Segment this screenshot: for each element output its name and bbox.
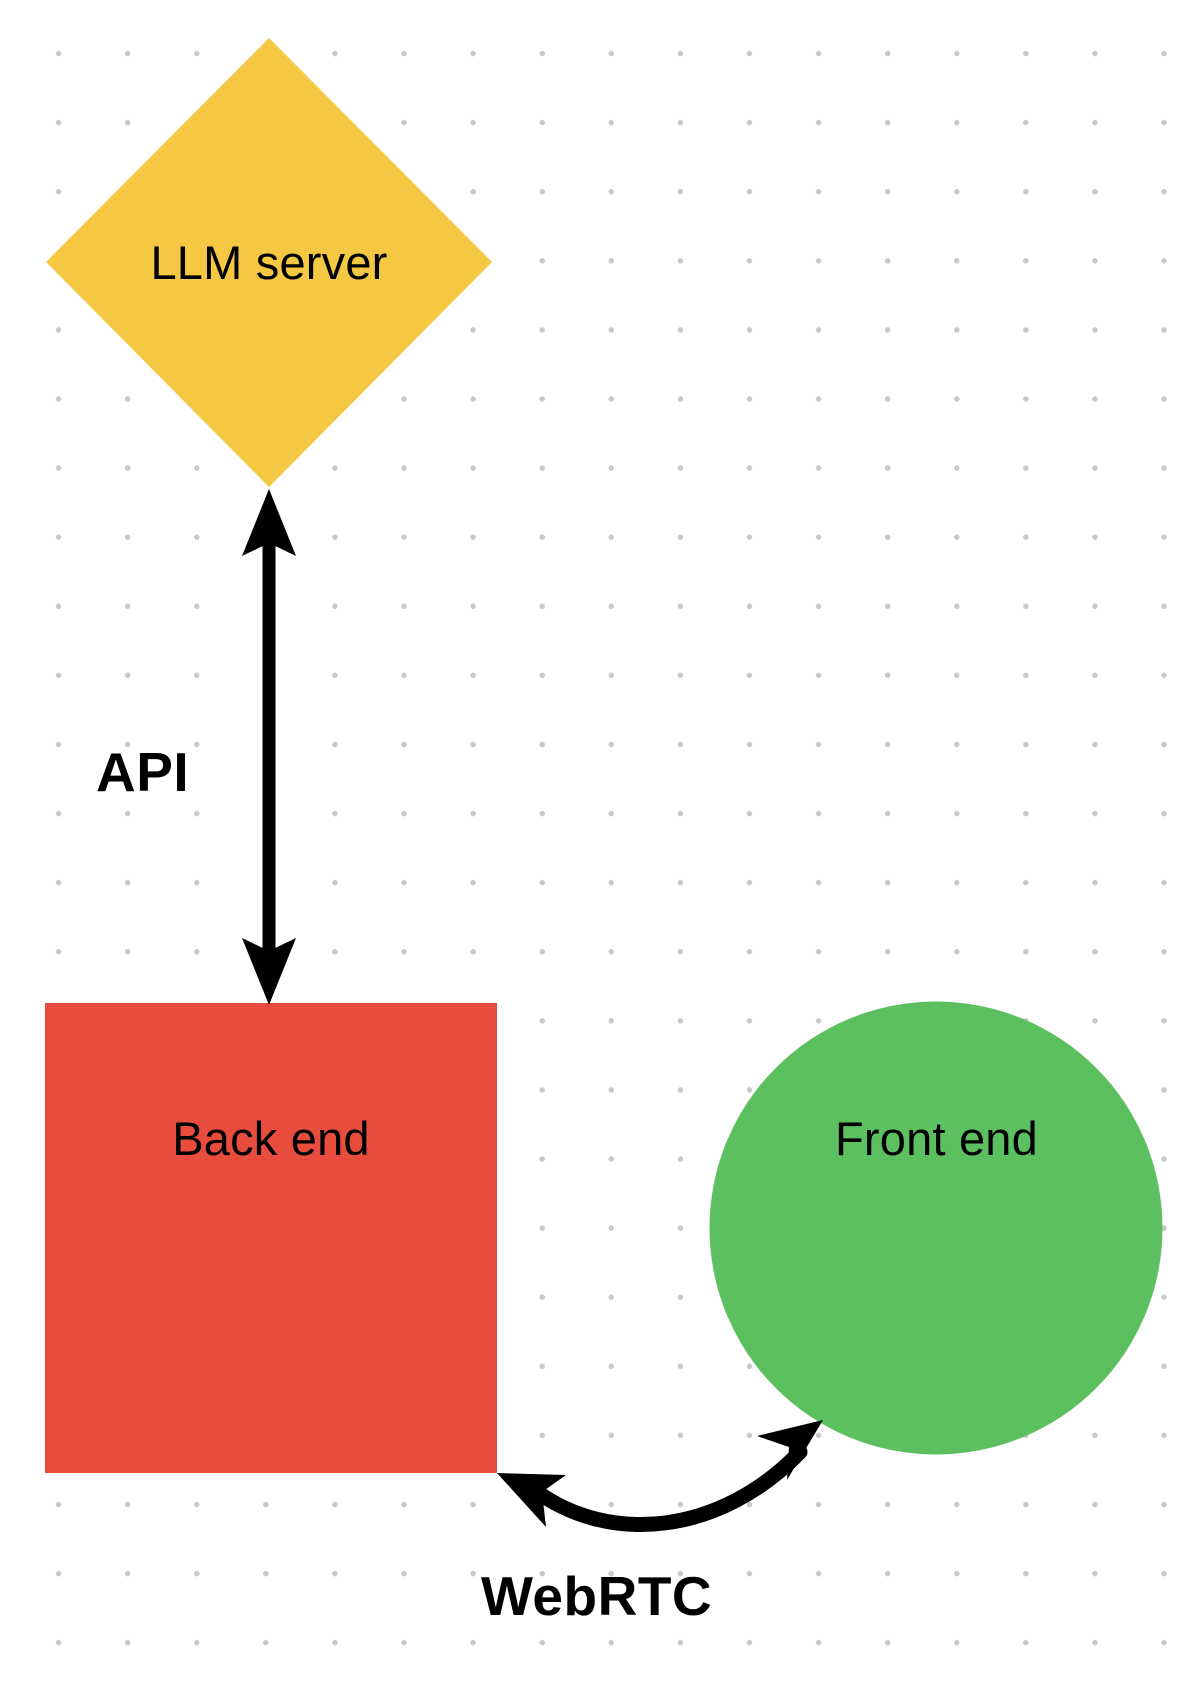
edge-api-arrowhead-top [242,489,296,556]
edge-api-arrowhead-bottom [242,938,296,1005]
edge-webrtc-arrowhead-left [497,1473,566,1527]
node-back-end-shape[interactable] [45,1003,497,1473]
edge-webrtc-arrow[interactable] [497,1420,823,1532]
edge-api-arrow[interactable] [242,489,296,1005]
node-llm-server-shape[interactable] [46,38,492,487]
edge-api-label: API [96,741,190,803]
edge-webrtc-arrowhead-right [757,1420,823,1480]
node-front-end-shape[interactable] [709,1001,1163,1455]
edge-webrtc-label: WebRTC [481,1565,713,1627]
